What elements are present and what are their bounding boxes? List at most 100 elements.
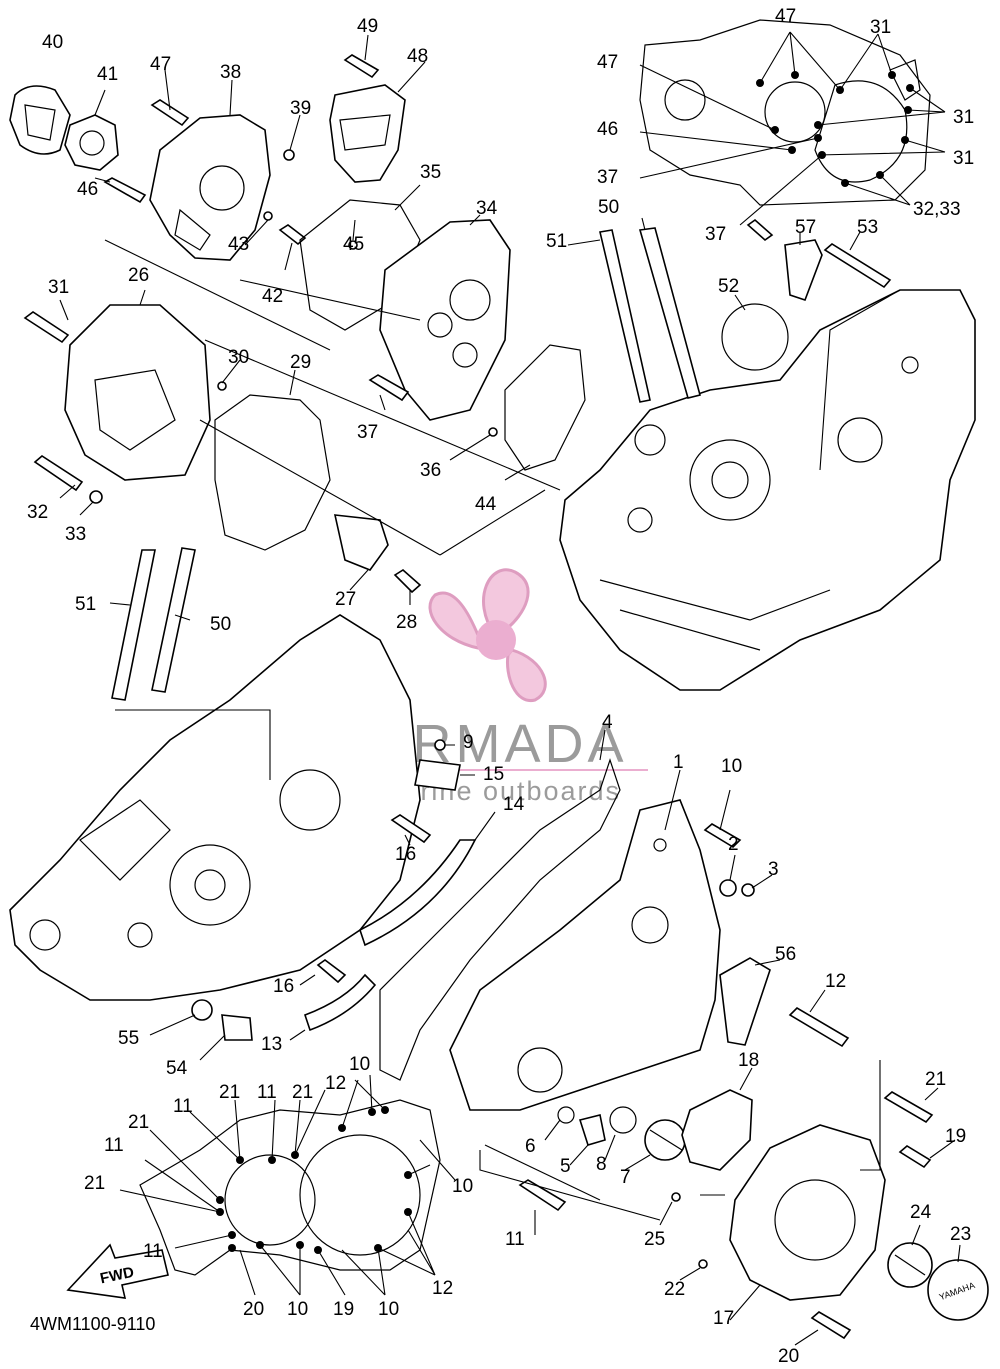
callout-labels: 40 41 47 38 49 48 39 46 35 34 45 43 42 3… — [27, 6, 974, 1367]
callout-24: 24 — [910, 1202, 932, 1223]
callout-30: 30 — [228, 347, 249, 368]
part-7-plug — [644, 1119, 686, 1161]
callout-10-mid: 10 — [349, 1054, 370, 1075]
callout-11-a: 11 — [257, 1082, 277, 1103]
callout-7: 7 — [620, 1167, 631, 1188]
callout-49: 49 — [357, 16, 378, 37]
callout-11-e: 11 — [505, 1229, 525, 1250]
callout-42: 42 — [262, 286, 283, 307]
callout-10-right: 10 — [721, 756, 742, 777]
part-3-washer — [741, 883, 755, 897]
part-14-guide — [359, 839, 477, 947]
callout-46-right: 46 — [597, 119, 618, 140]
callout-3: 3 — [768, 859, 779, 880]
callout-48: 48 — [407, 46, 428, 67]
callout-31-right-c: 31 — [953, 148, 974, 169]
callout-4: 4 — [602, 712, 613, 733]
callout-28: 28 — [396, 612, 417, 633]
part-27-bracket — [333, 514, 389, 571]
callout-32: 32 — [27, 502, 48, 523]
part-29-gasket — [214, 394, 331, 551]
part-57-guide — [784, 239, 823, 302]
callout-27: 27 — [335, 589, 356, 610]
callout-21-a: 21 — [219, 1082, 240, 1103]
callout-33: 33 — [65, 524, 86, 545]
bolt-21-right — [883, 1091, 934, 1124]
bolt-46-upper — [103, 177, 147, 204]
bolt-31-left — [23, 311, 70, 344]
callout-50-upper: 50 — [598, 197, 619, 218]
callout-22: 22 — [664, 1279, 685, 1300]
bolt-53 — [823, 243, 892, 289]
part-30-dowel — [217, 381, 227, 391]
callout-37-mid: 37 — [357, 422, 378, 443]
bolt-49 — [343, 54, 380, 79]
fwd-arrow-icon: FWD — [66, 1243, 169, 1299]
callout-52: 52 — [718, 276, 739, 297]
callout-12-b: 12 — [432, 1278, 453, 1299]
callout-5: 5 — [560, 1156, 571, 1177]
stud-bolt-50-lower — [151, 547, 196, 693]
callout-6: 6 — [525, 1136, 536, 1157]
callout-46: 46 — [77, 179, 98, 200]
callout-40: 40 — [42, 32, 63, 53]
part-6-o-ring — [557, 1106, 575, 1124]
stud-bolt-50-upper — [638, 227, 701, 399]
callout-1: 1 — [673, 752, 684, 773]
callout-47: 47 — [150, 54, 171, 75]
part-13-guide — [303, 973, 377, 1032]
callout-17: 17 — [713, 1308, 734, 1329]
callout-44: 44 — [475, 494, 497, 515]
bolt-57-small — [746, 218, 774, 242]
part-4-gasket — [379, 758, 621, 1081]
part-8-o-ring — [609, 1106, 637, 1134]
callout-8: 8 — [596, 1154, 607, 1175]
callout-12-a: 12 — [325, 1073, 346, 1094]
bolt-42 — [278, 224, 307, 246]
part-43-washer — [263, 211, 273, 221]
part-22-dowel — [698, 1259, 708, 1269]
part-2-sleeve — [719, 879, 737, 897]
part-23-cap: YAMAHA — [927, 1259, 989, 1321]
callout-38: 38 — [220, 62, 241, 83]
callout-25: 25 — [644, 1229, 665, 1250]
bolt-20-right — [810, 1311, 852, 1340]
crankcase-left-half — [9, 614, 421, 1001]
part-41-rotor — [64, 114, 119, 171]
diagram-code: 4WM1100-9110 — [30, 1314, 155, 1334]
bolt-10-upper — [703, 823, 742, 849]
part-33-washer — [89, 490, 103, 504]
callout-23: 23 — [950, 1224, 971, 1245]
callout-47-right-a: 47 — [775, 6, 796, 27]
callout-19-right: 19 — [945, 1126, 966, 1147]
callout-10-d: 10 — [378, 1299, 399, 1320]
callout-15: 15 — [483, 764, 504, 785]
part-24-plug — [887, 1242, 933, 1288]
callout-16-lower: 16 — [273, 976, 294, 997]
callout-45: 45 — [343, 234, 364, 255]
callout-19-left: 19 — [333, 1299, 354, 1320]
part-15-plate — [414, 759, 461, 791]
bolt-hole-markers-lower — [216, 1106, 412, 1254]
part-1-crankcase-cover — [449, 799, 721, 1111]
callout-50-lower: 50 — [210, 614, 231, 635]
callout-10-c: 10 — [287, 1299, 308, 1320]
bolt-47-upper — [150, 99, 190, 127]
stud-bolt-51-lower — [111, 549, 156, 701]
callout-31-right-a: 31 — [870, 17, 891, 38]
callout-56: 56 — [775, 944, 796, 965]
callout-2: 2 — [728, 834, 739, 855]
callout-21-e: 21 — [84, 1173, 105, 1194]
bolt-16-lower — [316, 959, 347, 984]
callout-39: 39 — [290, 98, 311, 119]
part-55-washer — [191, 999, 213, 1021]
part-56-bracket — [719, 957, 771, 1046]
callout-31-left: 31 — [48, 277, 69, 298]
part-48-cover — [329, 84, 406, 183]
callout-37-right-a: 37 — [597, 167, 618, 188]
callout-11-d: 11 — [143, 1241, 163, 1262]
part-44-gasket — [504, 344, 586, 471]
callout-51-lower: 51 — [75, 594, 96, 615]
callout-35: 35 — [420, 162, 441, 183]
